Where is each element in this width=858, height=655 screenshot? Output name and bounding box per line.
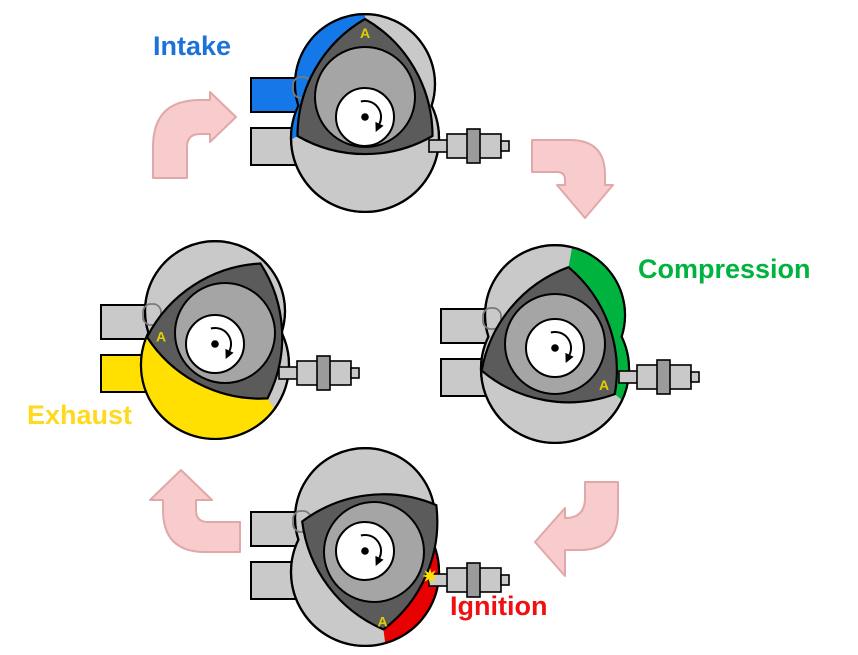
label-compression: Compression <box>638 254 811 284</box>
compression-housing-outline <box>479 244 631 445</box>
engine-exhaust: A <box>100 240 360 441</box>
ignition-shaft-center-dot <box>361 547 369 555</box>
engine-compression: A <box>440 244 700 445</box>
intake-housing-outline <box>289 13 441 214</box>
exhaust-spark-plug-tip <box>350 367 360 379</box>
intake-spark-plug-nut <box>466 128 481 164</box>
compression-spark-plug-nut <box>656 359 671 395</box>
engine-ignition: A <box>250 447 510 648</box>
compression-port-notch <box>482 307 502 330</box>
intake-spark-plug-tip <box>500 140 510 152</box>
arrow-intake-to-compression-icon <box>531 139 614 219</box>
engine-intake: A <box>250 13 510 214</box>
exhaust-rotation-arrow-icon <box>210 326 233 352</box>
ignition-chamber-marker: A <box>377 614 387 630</box>
ignition-spark-icon <box>422 568 438 584</box>
exhaust-chamber-marker: A <box>156 328 166 344</box>
intake-spark-plug-stub <box>428 139 450 153</box>
label-exhaust: Exhaust <box>27 400 133 430</box>
ignition-rotation-arrowhead-icon <box>375 555 384 566</box>
intake-rotation-arrowhead-icon <box>375 121 384 132</box>
compression-spark-plug-stub <box>618 370 640 384</box>
intake-shaft-center-dot <box>361 113 369 121</box>
compression-rotation-arrow-icon <box>550 330 573 356</box>
exhaust-spark-plug-nut <box>316 355 331 391</box>
arrow-ignition-to-exhaust-icon <box>149 469 241 553</box>
arrow-exhaust-to-intake-icon <box>152 91 237 179</box>
compression-chamber-marker: A <box>599 377 609 393</box>
ignition-rotation-arrow-icon <box>360 533 383 559</box>
compression-chamber <box>555 245 630 428</box>
label-intake: Intake <box>153 31 232 61</box>
exhaust-rotation-arrowhead-icon <box>225 348 234 359</box>
ignition-spark-plug-tip <box>500 574 510 586</box>
label-ignition: Ignition <box>450 591 548 621</box>
exhaust-housing-outline <box>139 240 291 441</box>
intake-rotation-arrow-icon <box>360 99 383 125</box>
arrow-compression-to-ignition-icon <box>534 481 619 577</box>
compression-rotation-arrowhead-icon <box>565 352 574 363</box>
exhaust-spark-plug-stub <box>278 366 300 380</box>
ignition-spark-plug-nut <box>466 562 481 598</box>
compression-spark-plug-tip <box>690 371 700 383</box>
compression-shaft-center-dot <box>551 344 559 352</box>
intake-chamber-marker: A <box>360 25 370 41</box>
exhaust-shaft-center-dot <box>211 340 219 348</box>
